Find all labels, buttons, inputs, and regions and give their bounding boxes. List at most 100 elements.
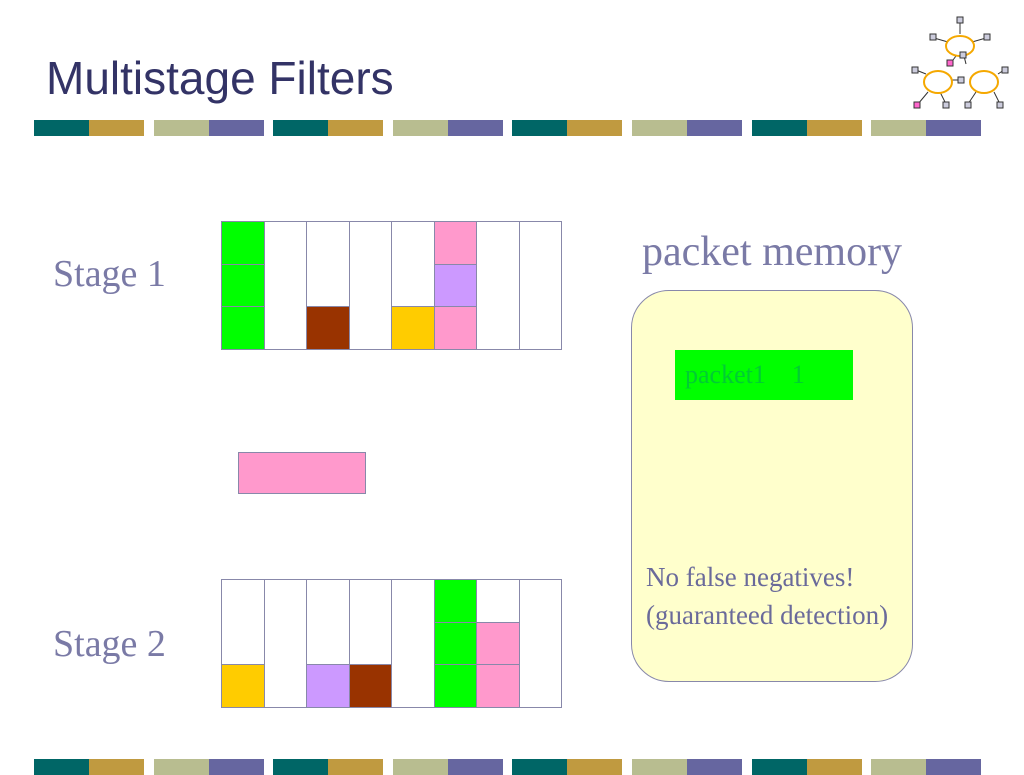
deco-segment [751,120,862,136]
stage2-cell-r2-c6 [434,622,477,666]
stage1-cell-r1-c4 [349,222,392,265]
deco-cell [871,120,927,136]
stage2-cell-r1-c3 [307,580,350,623]
deco-cell [567,120,623,136]
stage1-cell-r3-c8 [519,307,562,350]
stage1-cell-r3-c1 [222,307,265,350]
stage1-cell-r1-c3 [307,222,350,265]
stage1-cell-r2-c6 [434,264,477,308]
stage2-label: Stage 2 [53,623,166,665]
stage2-counter-grid [221,579,562,708]
deco-segment [512,759,623,775]
deco-cell [328,120,384,136]
deco-cell [447,120,503,136]
stage1-cell-r2-c4 [349,264,392,308]
packet-memory-entry: packet1 1 [675,350,853,400]
stage2-cell-r3-c2 [264,665,307,708]
stage2-cell-r3-c4 [349,665,392,708]
stage1-cell-r1-c6 [434,222,477,265]
deco-cell [512,120,568,136]
stage1-cell-r2-c1 [222,264,265,308]
deco-cell [208,759,264,775]
deco-cell [686,120,742,136]
deco-cell [89,120,144,136]
stage1-cell-r2-c8 [519,264,562,308]
deco-cell [328,759,384,775]
deco-cell [926,759,982,775]
decorative-bar-bottom [34,759,982,775]
guarantee-note: No false negatives! (guaranteed detectio… [646,558,888,634]
deco-segment [631,120,742,136]
stage1-cell-r3-c5 [392,307,435,350]
stage1-cell-r3-c3 [307,307,350,350]
stage1-cell-r1-c5 [392,222,435,265]
stage2-cell-r1-c5 [392,580,435,623]
stage1-counter-grid [221,221,562,350]
deco-cell [392,120,448,136]
stage1-cell-r3-c2 [264,307,307,350]
stage2-cell-r1-c4 [349,580,392,623]
deco-cell [273,759,329,775]
stage2-cell-r1-c2 [264,580,307,623]
deco-cell [512,759,568,775]
deco-cell [631,759,687,775]
stage1-cell-r1-c7 [477,222,520,265]
deco-cell [447,759,503,775]
stage2-cell-r2-c2 [264,622,307,666]
deco-cell [926,120,982,136]
stage1-cell-r3-c4 [349,307,392,350]
decorative-bar-top [34,120,982,136]
deco-cell [751,759,807,775]
stage2-cell-r2-c4 [349,622,392,666]
stage2-cell-r1-c8 [519,580,562,623]
stage1-cell-r2-c7 [477,264,520,308]
stage2-cell-r3-c7 [477,665,520,708]
network-clouds-logo [911,16,1009,109]
deco-segment [392,120,503,136]
deco-segment [34,759,144,775]
stage1-cell-r2-c5 [392,264,435,308]
stage2-cell-r2-c8 [519,622,562,666]
deco-cell [751,120,807,136]
stage2-cell-r2-c5 [392,622,435,666]
stage2-cell-r2-c7 [477,622,520,666]
stage2-cell-r3-c6 [434,665,477,708]
note-line-1: No false negatives! [646,562,855,592]
stage2-cell-r1-c7 [477,580,520,623]
stage2-cell-r3-c3 [307,665,350,708]
deco-segment [273,759,384,775]
deco-segment [871,759,982,775]
stage2-cell-r3-c8 [519,665,562,708]
stage2-cell-r3-c5 [392,665,435,708]
stage2-cell-r1-c1 [222,580,265,623]
deco-cell [567,759,623,775]
deco-segment [631,759,742,775]
stage2-cell-r3-c1 [222,665,265,708]
packet-memory-title: packet memory [642,229,903,275]
deco-segment [34,120,144,136]
note-line-2: (guaranteed detection) [646,600,889,630]
stage1-cell-r2-c2 [264,264,307,308]
deco-segment [512,120,623,136]
deco-cell [89,759,144,775]
stage1-label: Stage 1 [53,253,166,295]
deco-segment [273,120,384,136]
stage2-cell-r2-c3 [307,622,350,666]
stage2-cell-r2-c1 [222,622,265,666]
deco-cell [806,120,862,136]
stage1-cell-r3-c6 [434,307,477,350]
packet-entry-name: packet1 [685,360,766,389]
deco-cell [153,759,209,775]
stage1-cell-r1-c8 [519,222,562,265]
stage1-cell-r2-c3 [307,264,350,308]
deco-segment [751,759,862,775]
stage1-cell-r1-c1 [222,222,265,265]
incoming-packet-bar [238,452,366,494]
deco-segment [871,120,982,136]
deco-cell [34,759,89,775]
stage2-cell-r1-c6 [434,580,477,623]
deco-segment [392,759,503,775]
stage1-cell-r1-c2 [264,222,307,265]
deco-cell [871,759,927,775]
deco-segment [153,120,264,136]
